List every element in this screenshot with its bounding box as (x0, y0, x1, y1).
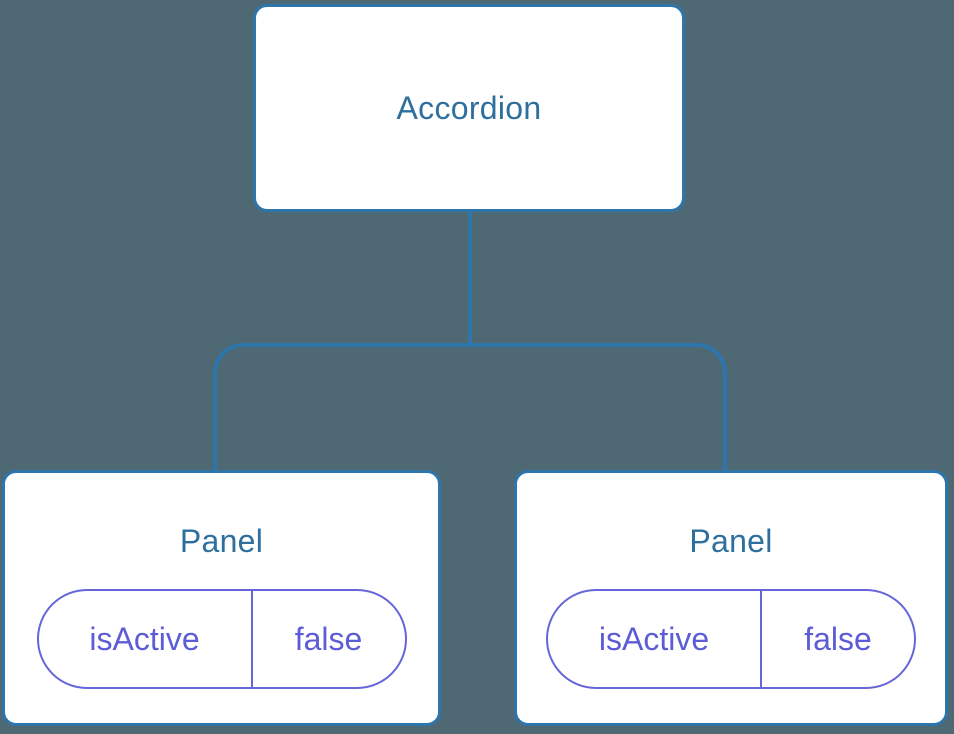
state-pill: isActive false (546, 589, 916, 689)
connector-stem (468, 211, 472, 347)
state-name: isActive (89, 620, 200, 657)
state-pill: isActive false (36, 589, 407, 689)
panel-node-label: Panel (689, 523, 773, 559)
state-value: false (294, 620, 363, 657)
state-value: false (804, 620, 872, 657)
accordion-node-label: Accordion (396, 89, 542, 126)
tree-node-panel-1: Panel isActive false (2, 470, 441, 726)
tree-node-panel-2: Panel isActive false (514, 470, 948, 726)
state-name: isActive (598, 620, 710, 657)
panel-node-label: Panel (179, 523, 264, 559)
tree-node-accordion: Accordion (253, 4, 685, 212)
connector-branch (213, 343, 727, 471)
pill-divider (760, 591, 762, 687)
pill-divider (250, 591, 253, 687)
